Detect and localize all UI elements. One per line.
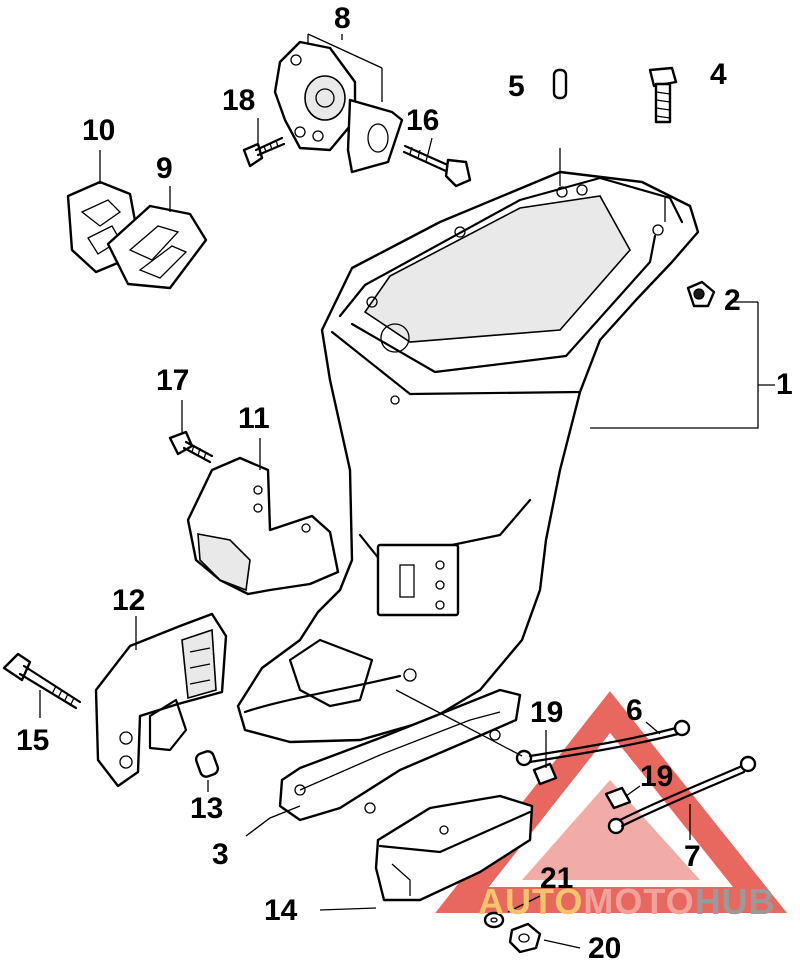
callout-11: 11 (238, 402, 270, 435)
callout-9: 9 (156, 152, 173, 185)
mount-part-12 (94, 612, 228, 788)
bolt-part-17 (168, 430, 214, 464)
callout-16: 16 (406, 104, 440, 137)
callout-19-upper: 19 (530, 696, 564, 729)
plug-part-2 (686, 280, 716, 308)
grommet-part-9 (106, 204, 208, 290)
washer-part-21 (483, 911, 505, 929)
leader-lines (39, 34, 775, 949)
bolt-part-18 (242, 136, 286, 168)
callout-20: 20 (588, 932, 622, 965)
callout-12: 12 (112, 584, 146, 617)
watermark-text-moto: MOTO (583, 881, 695, 922)
bracket-part-8 (273, 33, 404, 174)
callout-10: 10 (82, 114, 116, 147)
watermark-text-hub: HUB (694, 881, 776, 922)
bolt-part-15 (2, 652, 82, 710)
callout-15: 15 (16, 724, 50, 757)
bolt-part-16 (402, 144, 472, 188)
gasket-part-3 (278, 688, 522, 822)
callout-1: 1 (776, 368, 793, 401)
callout-19-lower: 19 (640, 760, 674, 793)
screw-part-19-lower (604, 786, 632, 810)
callout-14: 14 (264, 894, 298, 927)
bolt-part-4 (648, 66, 678, 124)
callout-17: 17 (156, 364, 190, 397)
callout-8: 8 (334, 2, 351, 35)
watermark-text-auto: AUTO (478, 881, 584, 922)
callout-13: 13 (190, 792, 224, 825)
callout-18: 18 (222, 84, 256, 117)
callout-7: 7 (684, 840, 701, 873)
pin-part-13 (194, 750, 220, 778)
lower-cover-part-14 (374, 794, 534, 902)
callout-3: 3 (212, 838, 229, 871)
callout-5: 5 (508, 70, 525, 103)
dowel-pin-part-5 (552, 68, 568, 100)
callout-21: 21 (540, 862, 574, 895)
screw-part-19-upper (532, 762, 558, 786)
nut-part-20 (508, 922, 542, 954)
callout-6: 6 (626, 694, 643, 727)
ground-cable-part-6 (515, 719, 691, 767)
ground-cable-part-7 (607, 755, 757, 835)
callout-4: 4 (710, 58, 727, 91)
drive-shaft-housing-part-1 (236, 170, 700, 744)
bracket-part-11 (186, 456, 340, 596)
callout-2: 2 (724, 284, 741, 317)
watermark-text: AUTOMOTOHUB (478, 884, 776, 920)
